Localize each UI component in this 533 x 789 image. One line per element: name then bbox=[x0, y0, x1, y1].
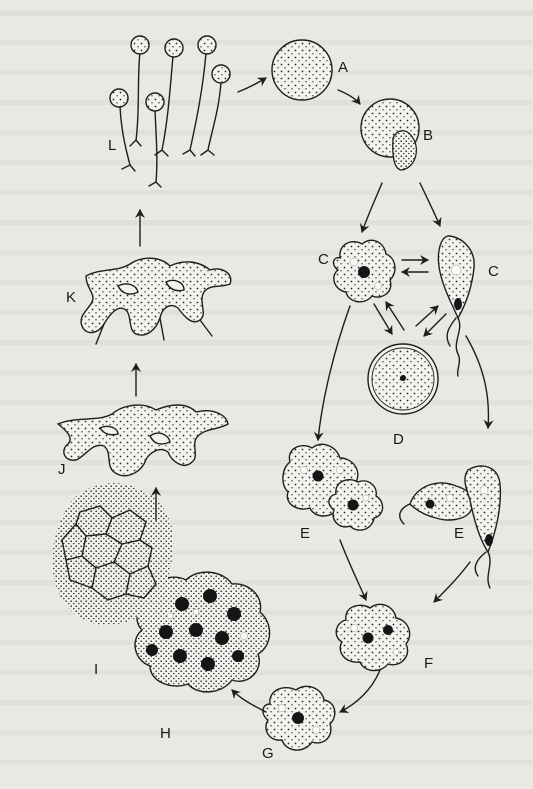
arrow-F-to-G bbox=[340, 670, 380, 712]
arrow-D-to-C bbox=[386, 302, 404, 330]
label-J: J bbox=[58, 461, 66, 478]
flagellated-cell-C bbox=[438, 236, 474, 376]
amoeboid-cell-C bbox=[334, 240, 395, 301]
germinating-spore-B bbox=[361, 99, 419, 170]
label-D: D bbox=[393, 431, 404, 448]
label-C-right: C bbox=[488, 263, 499, 280]
arrow-C-to-E-right bbox=[466, 336, 488, 428]
label-E-right: E bbox=[454, 525, 464, 542]
amoebae-pair-E bbox=[283, 444, 383, 530]
arrow-C-right-to-D bbox=[424, 314, 446, 336]
amoeba-G bbox=[263, 686, 335, 750]
arrow-C-to-D bbox=[374, 304, 392, 334]
flagellates-pair-E bbox=[400, 466, 501, 588]
label-B: B bbox=[423, 127, 433, 144]
label-L: L bbox=[108, 137, 116, 154]
label-C-left: C bbox=[318, 251, 329, 268]
label-F: F bbox=[424, 655, 433, 672]
spore-A bbox=[272, 40, 332, 100]
plasmodium-network-K bbox=[81, 258, 231, 344]
label-I: I bbox=[94, 661, 98, 678]
label-E-left: E bbox=[300, 525, 310, 542]
label-A: A bbox=[338, 59, 348, 76]
label-G: G bbox=[262, 745, 274, 762]
label-K: K bbox=[66, 289, 76, 306]
label-H: H bbox=[160, 725, 171, 742]
veined-plasmodium-J bbox=[58, 405, 228, 476]
arrow-B-to-C-flagellate bbox=[420, 183, 440, 226]
arrow-D-to-C-right bbox=[416, 306, 438, 326]
arrow-L-to-A bbox=[238, 78, 266, 92]
background-texture bbox=[0, 10, 533, 765]
arrow-E-left-to-F bbox=[340, 540, 366, 600]
microcyst-D bbox=[368, 344, 438, 414]
